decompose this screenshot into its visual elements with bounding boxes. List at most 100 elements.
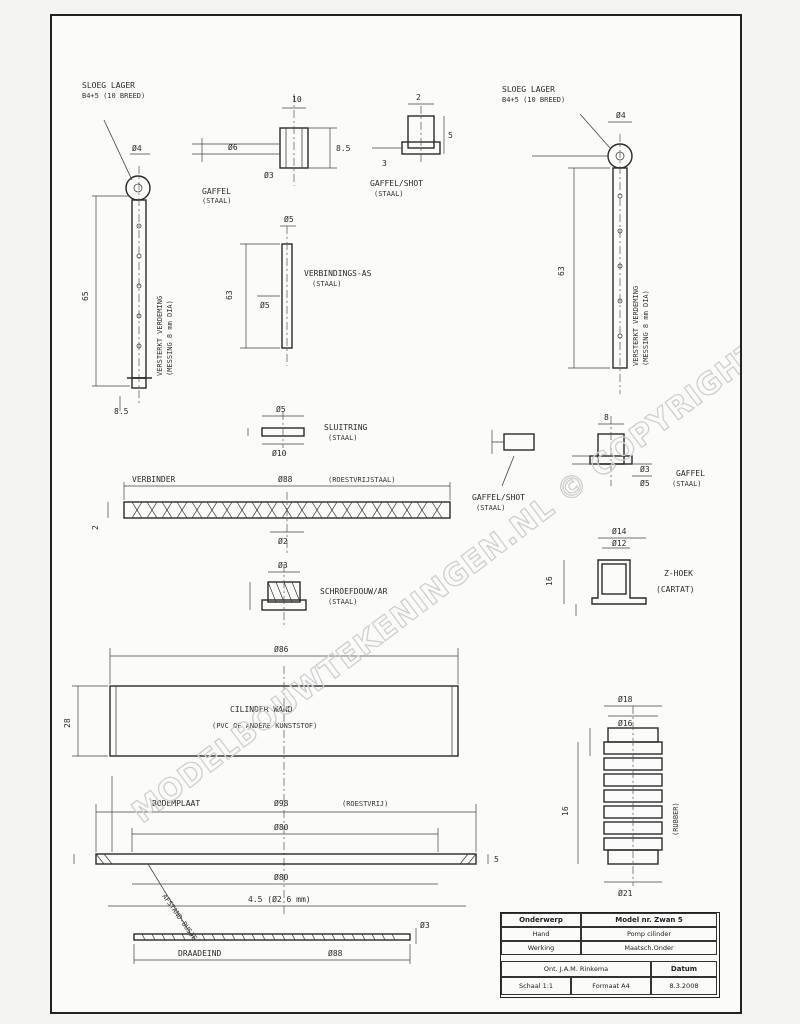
dim-cw-height: 28: [63, 718, 72, 728]
dim-va-length: 63: [225, 290, 234, 300]
tb-formaat: Formaat A4: [571, 977, 651, 995]
schroefdouw-part: [249, 564, 307, 626]
dim-zh-top: Ø14: [612, 526, 627, 536]
dim-left-length: 65: [81, 291, 90, 301]
schroefdouw-sublabel: (STAAL): [328, 598, 358, 606]
dim-bp-bolts: 4.5 (Ø2 6 mm): [248, 894, 311, 904]
tb-ontwerper: Ont. J.A.M. Rinkema: [501, 961, 651, 977]
left-spindle-sublabel: B4+5 (10 BREED): [82, 92, 145, 100]
verbinding-sublabel: (STAAL): [312, 280, 342, 288]
cilinder-wand-sublabel: (PVC OF ANDERE KUNSTSTOF): [212, 722, 317, 730]
gaffel-shot-mid-part: [491, 430, 535, 487]
sluitring-part: [247, 412, 305, 448]
title-block: Onderwerp Model nr. Zwan 5 Hand Pomp cil…: [500, 912, 720, 998]
verbinding-label: VERBINDINGS-AS: [304, 269, 372, 278]
dim-de-length: Ø88: [328, 948, 343, 958]
tb-werking: Werking: [501, 941, 581, 955]
dim-bp-outer: Ø98: [274, 798, 289, 808]
drawing-sheet: SLOEG LAGER B4+5 (10 BREED) Ø4 65 VERSTE…: [50, 14, 742, 1014]
dim-zh-inner: Ø12: [612, 538, 627, 548]
bodemplaat-sublabel: (ROESTVRIJ): [342, 800, 388, 808]
dim-gs-left: 3: [382, 159, 387, 168]
left-vertical-sublabel: (MESSING 8 mm DIA): [166, 300, 174, 376]
gaffel-right-sublabel: (STAAL): [672, 480, 702, 488]
dim-bl-bottom: Ø21: [618, 888, 633, 898]
cilinder-wand-label: CILINDER WAND: [230, 705, 293, 714]
dim-gaffel-top: 10: [292, 95, 302, 104]
schroefdouw-label: SCHROEFDOUW/AR: [320, 587, 388, 596]
dim-bp-thick: 5: [494, 855, 499, 864]
dim-vb-thick: 2: [91, 525, 100, 530]
tb-model: Model nr. Zwan 5: [581, 913, 717, 927]
left-spindle-label: SLOEG LAGER: [82, 81, 135, 90]
right-spindle-sublabel: B4+5 (10 BREED): [502, 96, 565, 104]
z-hoek-label: Z-HOEK: [664, 569, 693, 578]
draadeind-label: DRAADEIND: [178, 949, 222, 958]
gaffel-small-sublabel: (STAAL): [202, 197, 232, 205]
dim-sr-bottom: Ø10: [272, 448, 287, 458]
dim-left-bottom: 8.5: [114, 407, 129, 416]
dim-gs-top: 2: [416, 93, 421, 102]
tb-hand: Hand: [501, 927, 581, 941]
dim-va-top: Ø5: [284, 214, 294, 224]
gaffel-shot-top-part: [372, 103, 445, 164]
gaffel-shot-mid-sublabel: (STAAL): [476, 504, 506, 512]
dim-gr-right2: Ø5: [640, 478, 650, 488]
dim-gaffel-bottom: Ø3: [264, 170, 274, 180]
dim-gr-right: Ø3: [640, 464, 650, 474]
cilinder-wand-part: [72, 648, 459, 916]
tb-onderwerp: Onderwerp: [501, 913, 581, 927]
bellows-sublabel: (RUBBER): [672, 802, 680, 836]
gaffel-right-label: GAFFEL: [676, 469, 705, 478]
dim-va-mid: Ø5: [260, 300, 270, 310]
dim-left-top: Ø4: [132, 143, 142, 153]
dim-bl-top: Ø18: [618, 694, 633, 704]
dim-sr-top: Ø5: [276, 404, 286, 414]
right-vertical-sublabel: (MESSING 8 mm DIA): [642, 290, 650, 366]
dim-gr-top: 8: [604, 413, 609, 422]
dim-zh-height: 16: [545, 576, 554, 586]
draadeind-part: [133, 928, 417, 964]
right-spindle-label: SLOEG LAGER: [502, 85, 555, 94]
gaffel-shot-top-sublabel: (STAAL): [374, 190, 404, 198]
dim-gaffel-left: Ø6: [228, 142, 238, 152]
sluitring-label: SLUITRING: [324, 423, 368, 432]
verbindings-as-part: [240, 225, 296, 366]
dim-bl-height: 16: [561, 806, 570, 816]
right-vertical-label: VERSTERKT VERDEMING: [632, 286, 640, 366]
dim-bl-inner: Ø16: [618, 718, 633, 728]
tb-pomp2: Maatsch.Onder: [581, 941, 717, 955]
dim-vb-dia: Ø2: [278, 536, 288, 546]
verbinder-part: [107, 482, 451, 556]
left-vertical-label: VERSTERKT VERDEMING: [156, 296, 164, 376]
gaffel-right-part: [572, 416, 652, 486]
z-hoek-part: [563, 537, 647, 616]
verbinder-sublabel: (ROESTVRIJSTAAL): [328, 476, 395, 484]
bodemplaat-label: BODEMPLAAT: [152, 799, 200, 808]
z-hoek-sublabel: (CARTAT): [656, 585, 695, 594]
dim-gs-right: 5: [448, 131, 453, 140]
left-spindle-part: [92, 119, 152, 411]
tb-datum: 8.3.2008: [651, 977, 717, 995]
dim-bp-inner: Ø80: [274, 822, 289, 832]
dim-right-top: Ø4: [616, 110, 626, 120]
bellows-part: [577, 705, 663, 886]
bodemplaat-part: [73, 776, 489, 937]
tb-datum-label: Datum: [651, 961, 717, 977]
gaffel-small-label: GAFFEL: [202, 187, 231, 196]
dim-vb-length: Ø88: [278, 474, 293, 484]
dim-gaffel-right: 8.5: [336, 144, 351, 153]
verbinder-label: VERBINDER: [132, 475, 176, 484]
sluitring-sublabel: (STAAL): [328, 434, 358, 442]
gaffel-shot-top-label: GAFFEL/SHOT: [370, 179, 423, 188]
tb-schaal: Schaal 1:1: [501, 977, 571, 995]
dim-right-length: 63: [557, 266, 566, 276]
right-spindle-part: [532, 113, 633, 394]
dim-bp-holes: Ø80: [274, 872, 289, 882]
dim-cw-outer: Ø86: [274, 644, 289, 654]
technical-drawing: SLOEG LAGER B4+5 (10 BREED) Ø4 65 VERSTE…: [63, 81, 740, 964]
dim-de-dia: Ø3: [420, 920, 430, 930]
gaffel-shot-mid-label: GAFFEL/SHOT: [472, 493, 525, 502]
dim-sd-top: Ø3: [278, 560, 288, 570]
top-gaffel-part: [192, 94, 337, 186]
